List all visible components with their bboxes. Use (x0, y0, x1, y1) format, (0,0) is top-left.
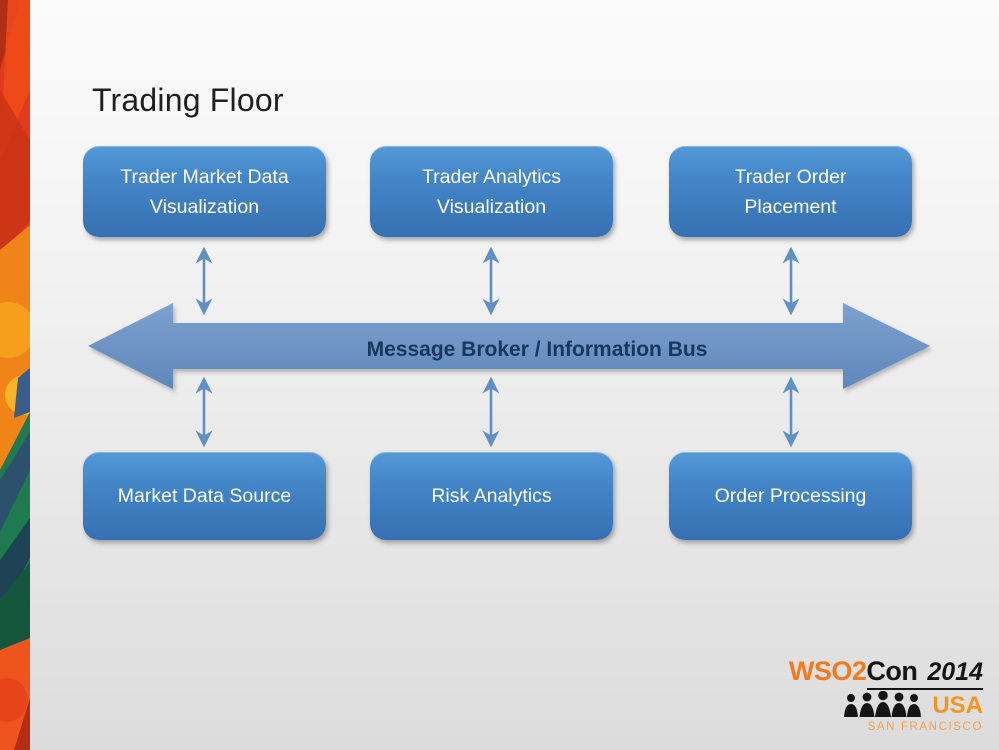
box-market-data-source: Market Data Source (83, 452, 326, 540)
logo-wso2-text: WSO2 (788, 656, 867, 686)
logo-usa-row: USA (783, 691, 983, 719)
box-order-processing: Order Processing (669, 452, 912, 540)
box-label: Trader Analytics Visualization (404, 162, 579, 222)
abstract-collage-icon (0, 0, 30, 750)
logo-year-text: 2014 (927, 658, 983, 686)
logo-wordmark-row: WSO2 Con 2014 (783, 656, 983, 687)
message-bus-label: Message Broker / Information Bus (367, 338, 708, 361)
box-label-line1: Trader Order (734, 165, 847, 188)
logo-usa-text: USA (932, 692, 983, 719)
decorative-art-strip (0, 0, 30, 750)
box-label-line1: Trader Analytics (421, 165, 562, 188)
box-trader-market-data-visualization: Trader Market Data Visualization (83, 146, 326, 237)
wso2con-logo: WSO2 Con 2014 USA SAN FRANCISCO (783, 656, 983, 733)
box-risk-analytics: Risk Analytics (370, 452, 613, 540)
box-label: Trader Market Data Visualization (102, 162, 306, 222)
logo-divider (867, 688, 983, 690)
box-trader-analytics-visualization: Trader Analytics Visualization (370, 146, 613, 237)
box-label: Trader Order Placement (717, 162, 865, 222)
box-label-line1: Trader Market Data (120, 165, 289, 188)
message-bus-arrow (88, 303, 930, 389)
logo-city-text: SAN FRANCISCO (867, 721, 983, 733)
logo-con-text: Con (866, 656, 918, 686)
box-label: Order Processing (714, 485, 867, 507)
box-label-line2: Visualization (149, 195, 260, 218)
audience-people-icon (844, 691, 922, 717)
box-label: Risk Analytics (431, 485, 552, 507)
box-label: Market Data Source (117, 485, 292, 507)
box-label-line2: Visualization (436, 195, 547, 218)
box-label-line2: Placement (744, 195, 837, 218)
box-trader-order-placement: Trader Order Placement (669, 146, 912, 237)
page-title: Trading Floor (92, 82, 284, 118)
